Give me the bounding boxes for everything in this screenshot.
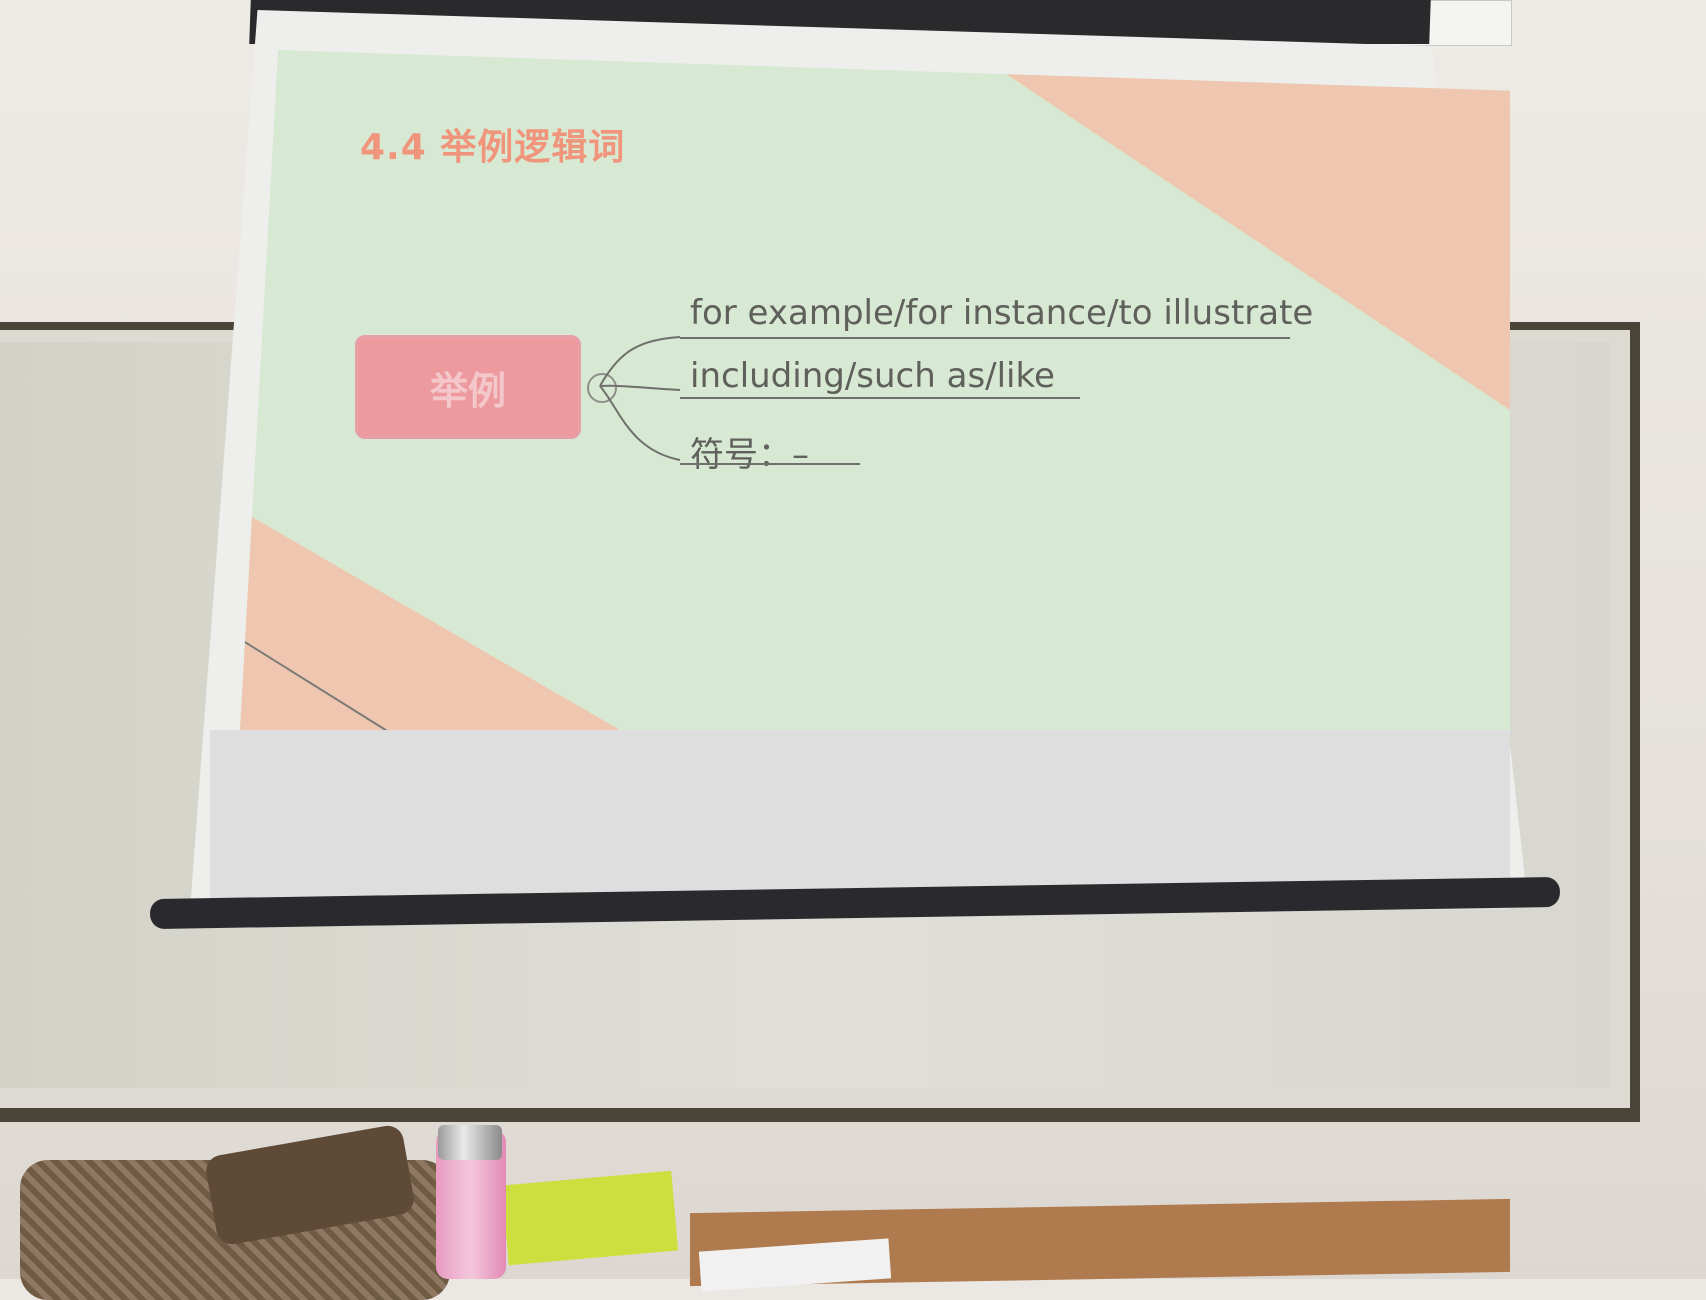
branch-1-underline (680, 337, 1290, 339)
mindmap-topic: 举例 (355, 335, 581, 439)
mindmap-branch-lines (599, 336, 681, 461)
mindmap-branch-1: for example/for instance/to illustrate (690, 293, 1314, 333)
screen-blank-area (210, 730, 1510, 910)
branch-2-underline (680, 397, 1080, 399)
slide-title: 4.4 举例逻辑词 (360, 127, 626, 168)
mindmap-branch-3: 符号：– (690, 435, 809, 475)
branch-3-underline (680, 463, 860, 465)
mindmap-branch-2: including/such as/like (690, 356, 1055, 396)
bottle-cap (438, 1125, 502, 1160)
presentation-slide: 4.4 举例逻辑词 举例 for example/for instance/to… (240, 50, 1510, 730)
mindmap-topic-label: 举例 (429, 368, 506, 413)
notebook (501, 1170, 679, 1266)
